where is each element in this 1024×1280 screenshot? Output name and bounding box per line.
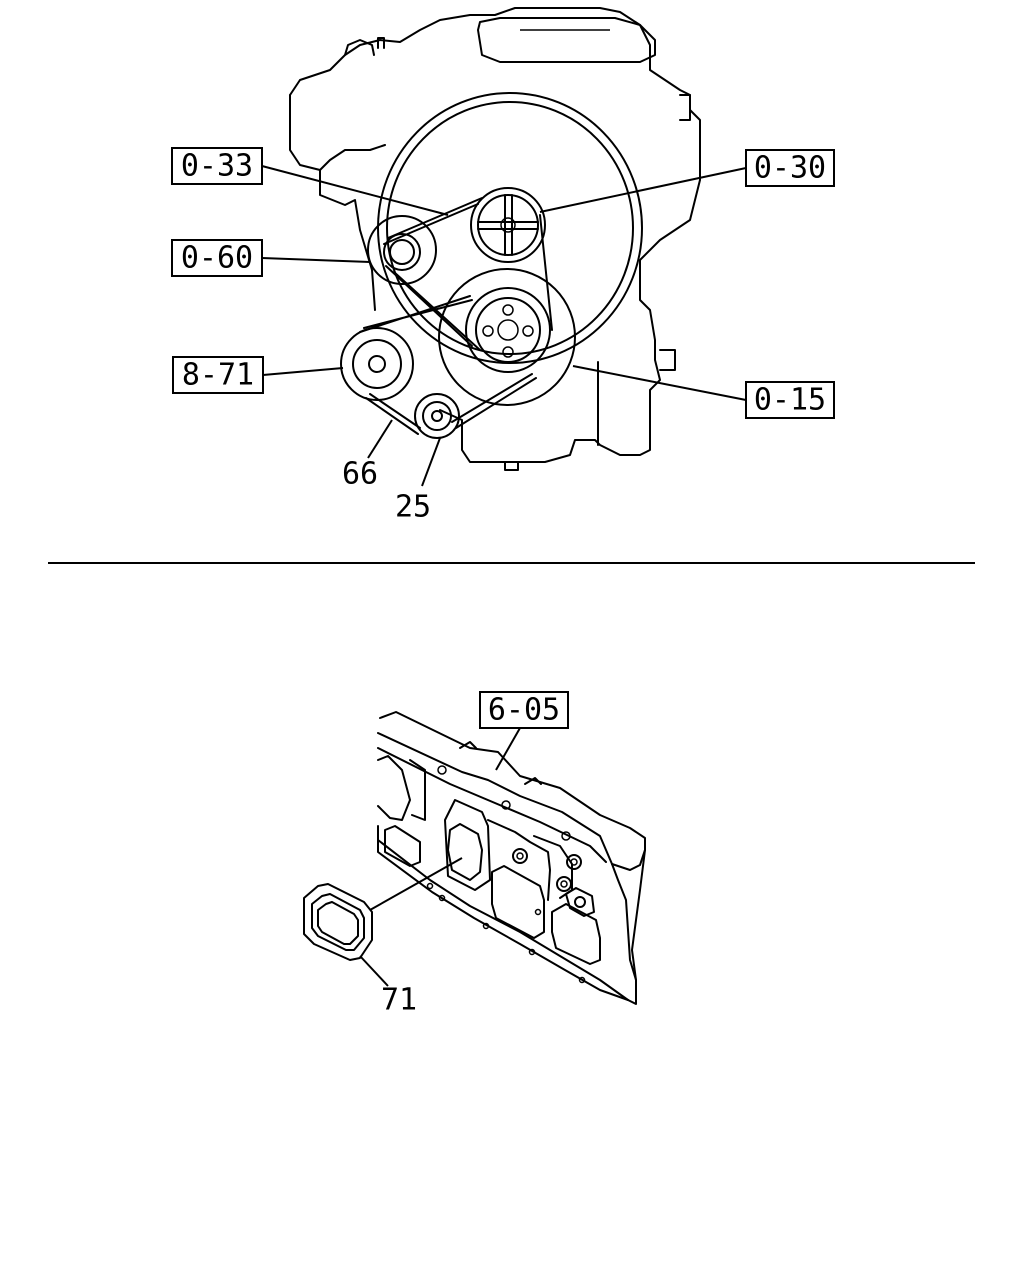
callout-0-15: 0-15: [745, 381, 835, 419]
engine-front-view: [289, 7, 701, 471]
leader-71-to-panel: [369, 857, 463, 911]
leader-0-30: [539, 167, 747, 213]
leader-71: [359, 955, 389, 987]
leader-6-05: [495, 727, 521, 771]
callout-6-05-label: 6-05: [488, 693, 560, 728]
panel-top-rail: [379, 711, 646, 871]
idler-pulley-25: [414, 393, 460, 439]
callout-0-30: 0-30: [745, 149, 835, 187]
engine-left-edge: [289, 94, 386, 171]
fan-belt: [387, 197, 553, 351]
top-housing: [477, 17, 656, 63]
callout-8-71: 8-71: [172, 356, 264, 394]
leader-25: [421, 437, 441, 487]
callout-6-05: 6-05: [479, 691, 569, 729]
panel-opening-1: [447, 823, 483, 881]
leader-0-33: [261, 165, 449, 216]
callout-0-33-label: 0-33: [181, 149, 253, 184]
fan-pulley-outer: [377, 92, 643, 364]
tension-pulley: [367, 215, 437, 285]
callout-0-60: 0-60: [171, 239, 263, 277]
front-panel-view: [377, 711, 646, 1005]
accessory-belt-66: [359, 295, 537, 435]
part-number-66: 66: [342, 457, 378, 492]
part-number-71: 71: [381, 983, 417, 1018]
fan-hub-pulley: [470, 187, 546, 263]
leader-0-60: [261, 257, 371, 263]
engine-side-bracket: [319, 169, 376, 311]
callout-0-60-label: 0-60: [181, 241, 253, 276]
engine-block-outline: [289, 7, 701, 463]
callout-0-33: 0-33: [171, 147, 263, 185]
callout-0-30-label: 0-30: [754, 151, 826, 186]
water-pump-hub: [465, 287, 551, 373]
top-leaders: [261, 165, 747, 487]
panel-bottom-edge: [377, 825, 629, 1001]
callout-0-15-label: 0-15: [754, 383, 826, 418]
leader-66: [367, 419, 393, 459]
seal-gasket-71: [303, 883, 373, 961]
leader-8-71: [262, 367, 344, 376]
callout-8-71-label: 8-71: [182, 358, 254, 393]
accessory-pulley: [340, 327, 414, 401]
filler-cap: [344, 39, 375, 56]
leader-0-15: [572, 365, 747, 401]
bolt: [512, 848, 528, 864]
crank-damper: [438, 268, 576, 406]
panel-opening-2: [491, 865, 545, 939]
fan-pulley-inner: [386, 101, 634, 355]
part-number-25: 25: [395, 490, 431, 525]
